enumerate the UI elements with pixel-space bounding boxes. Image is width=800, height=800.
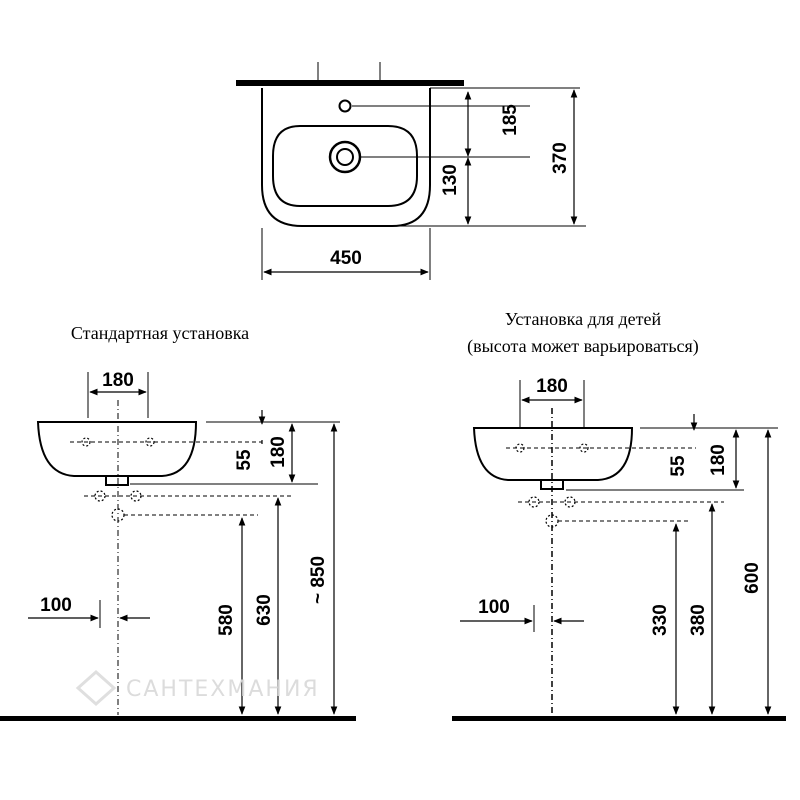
ch-dim-380: 380 xyxy=(688,604,709,636)
ch-dim-100: 100 xyxy=(478,597,510,618)
std-floor-line xyxy=(0,716,356,721)
std-drain-outlet xyxy=(105,475,129,486)
watermark-logo-icon xyxy=(75,669,117,707)
ch-floor-line xyxy=(452,716,786,721)
std-dim-630: 630 xyxy=(254,594,275,626)
dim-450: 450 xyxy=(330,248,362,269)
top-view: 185 130 370 450 xyxy=(236,62,586,280)
ch-dim-600: 600 xyxy=(742,562,763,594)
watermark: САНТЕХМАНИЯ xyxy=(75,669,320,707)
ch-basin-bowl xyxy=(472,427,634,481)
wall-mount-plate xyxy=(236,80,464,86)
children-caption-line1: Установка для детей xyxy=(505,309,662,329)
dim-185: 185 xyxy=(500,104,521,136)
ch-dim-180-top: 180 xyxy=(536,376,568,397)
std-dim-180-side: 180 xyxy=(268,436,289,468)
dim-130: 130 xyxy=(440,164,461,196)
std-dim-100: 100 xyxy=(40,595,72,616)
std-dim-55: 55 xyxy=(234,449,255,471)
std-dim-850: ~ 850 xyxy=(308,556,329,604)
basin-outline-top xyxy=(261,88,431,227)
basin-inner-bowl-top xyxy=(272,125,418,207)
standard-caption: Стандартная установка xyxy=(71,323,249,343)
watermark-text: САНТЕХМАНИЯ xyxy=(126,677,320,702)
std-basin-bowl xyxy=(36,421,198,477)
children-installation: Установка для детей (высота может варьир… xyxy=(452,309,786,721)
std-dim-180-top: 180 xyxy=(102,370,134,391)
ch-dim-55: 55 xyxy=(668,455,689,477)
ch-dim-180-side: 180 xyxy=(708,444,729,476)
std-dim-580: 580 xyxy=(216,604,237,636)
dim-370: 370 xyxy=(550,142,571,174)
drain-inner xyxy=(336,148,354,166)
ch-dim-330: 330 xyxy=(650,604,671,636)
drain-outer xyxy=(328,140,362,174)
children-caption-line2: (высота может варьироваться) xyxy=(467,336,699,357)
standard-installation: Стандартная установка 180 55 180 100 580… xyxy=(0,323,356,721)
tap-hole xyxy=(338,99,352,113)
